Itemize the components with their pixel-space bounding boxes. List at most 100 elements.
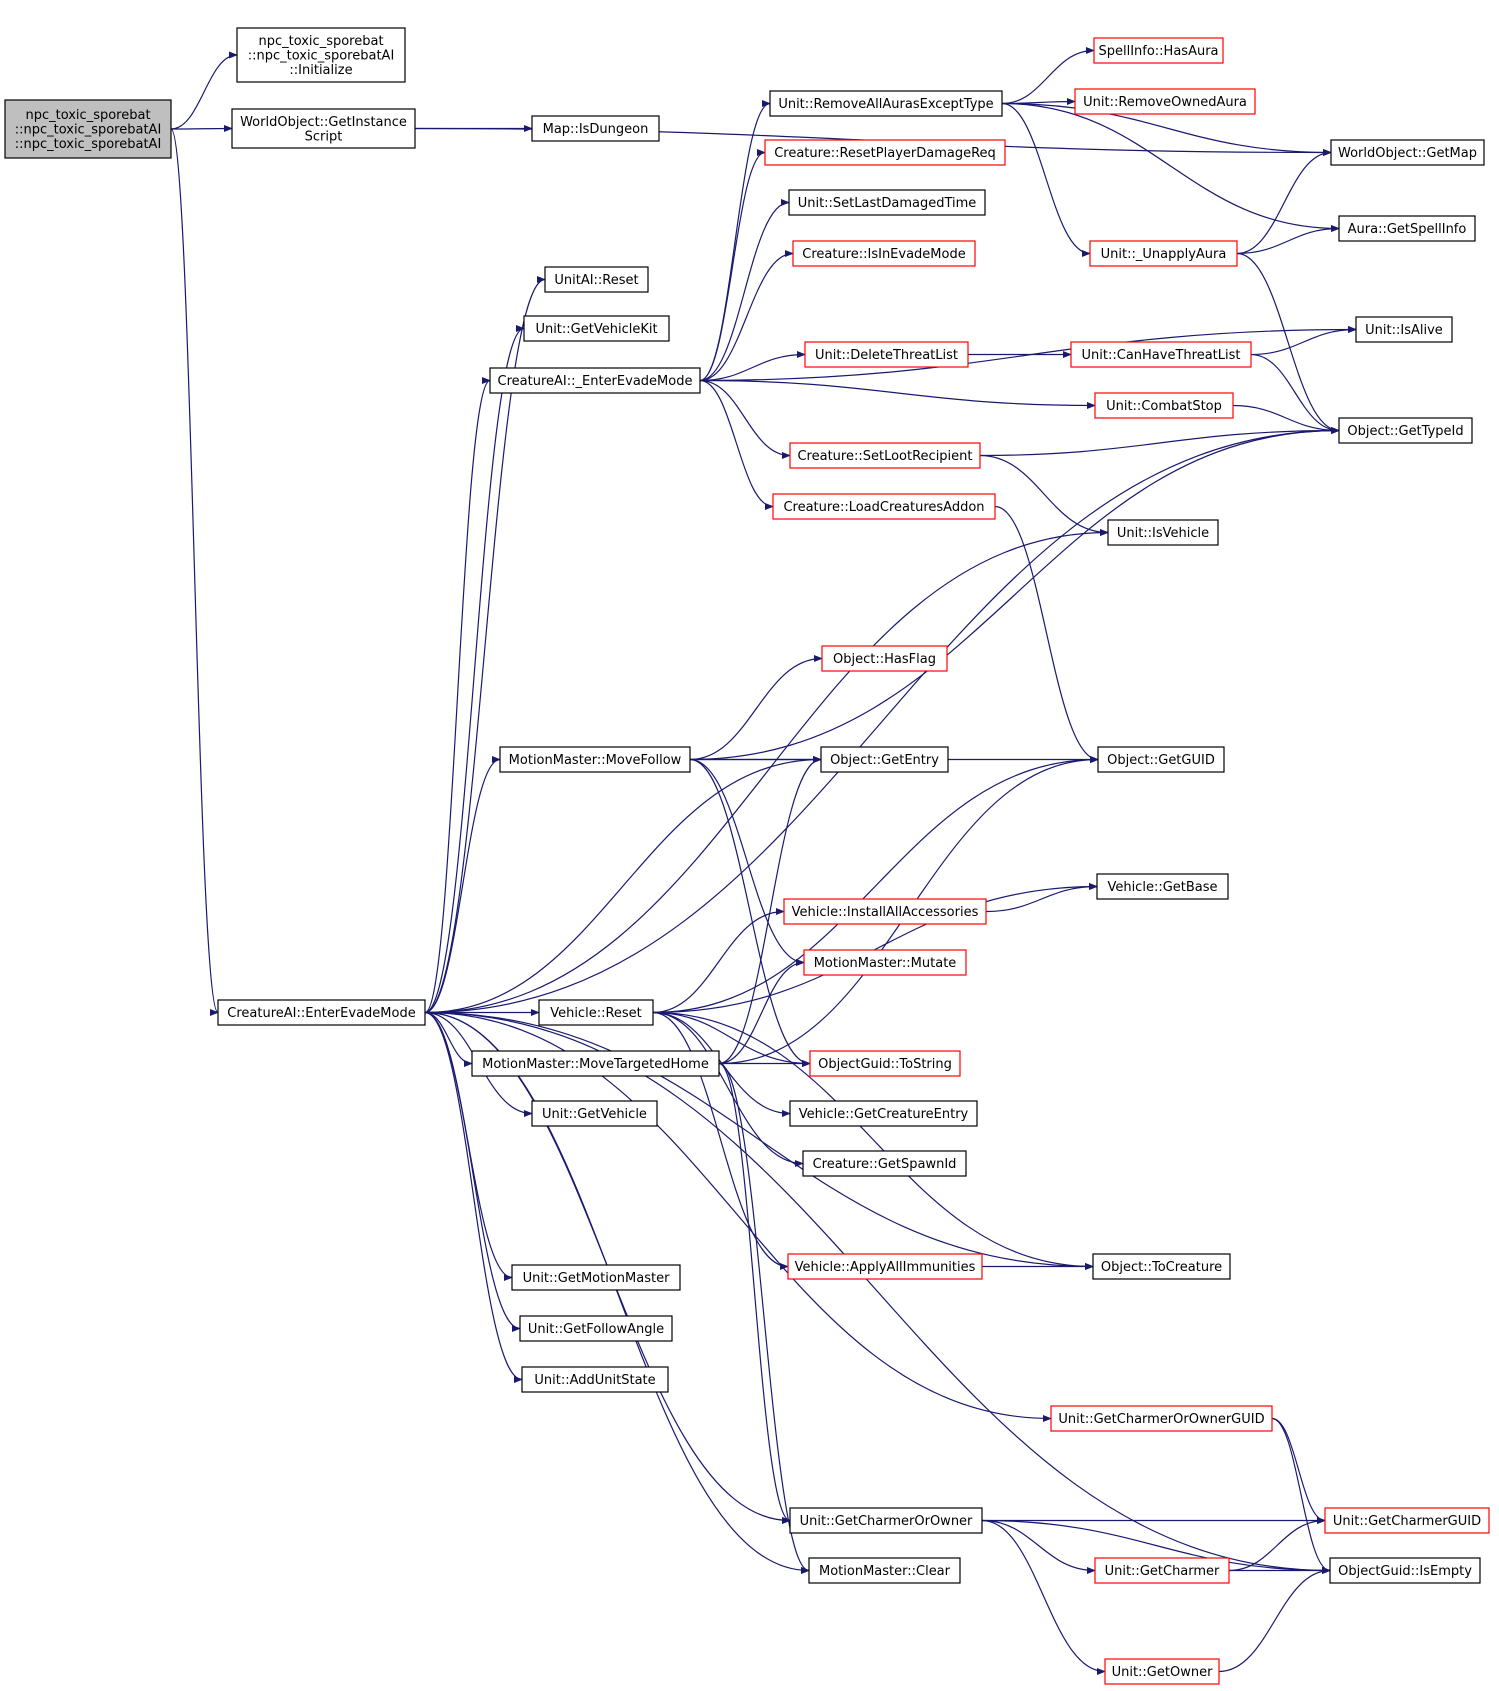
node-box[interactable]: [1324, 1507, 1490, 1534]
node-getfollowangle[interactable]: Unit::GetFollowAngle: [519, 1315, 673, 1342]
node-box[interactable]: [4, 99, 172, 159]
node-getowner[interactable]: Unit::GetOwner: [1104, 1658, 1220, 1685]
node-gettypeid[interactable]: Object::GetTypeId: [1338, 417, 1473, 444]
node-tocreature[interactable]: Object::ToCreature: [1092, 1253, 1231, 1280]
node-box[interactable]: [789, 1507, 983, 1534]
node-getcreatureentry[interactable]: Vehicle::GetCreatureEntry: [789, 1100, 978, 1127]
node-box[interactable]: [1074, 88, 1256, 115]
node-isinevade[interactable]: Creature::IsInEvadeMode: [792, 240, 976, 267]
node-getvehiclekit[interactable]: Unit::GetVehicleKit: [523, 315, 670, 342]
node-removeownedaura[interactable]: Unit::RemoveOwnedAura: [1074, 88, 1256, 115]
node-box[interactable]: [1329, 1557, 1481, 1584]
node-box[interactable]: [1094, 1557, 1230, 1584]
node-box[interactable]: [519, 1315, 673, 1342]
node-box[interactable]: [1330, 139, 1485, 166]
node-getcharmer[interactable]: Unit::GetCharmer: [1094, 1557, 1230, 1584]
node-initialize[interactable]: npc_toxic_sporebat::npc_toxic_sporebatAI…: [236, 27, 406, 83]
node-box[interactable]: [1104, 1658, 1220, 1685]
node-box[interactable]: [523, 315, 670, 342]
node-box[interactable]: [531, 1100, 658, 1127]
node-box[interactable]: [1355, 316, 1453, 343]
node-mutate[interactable]: MotionMaster::Mutate: [803, 949, 967, 976]
node-box[interactable]: [788, 189, 986, 216]
node-box[interactable]: [236, 27, 406, 83]
node-box[interactable]: [231, 108, 416, 149]
node-box[interactable]: [821, 645, 948, 672]
node-removeallauras[interactable]: Unit::RemoveAllAurasExceptType: [769, 90, 1003, 117]
node-movetargetedhome[interactable]: MotionMaster::MoveTargetedHome: [471, 1050, 720, 1077]
node-box[interactable]: [809, 1050, 961, 1077]
node-box[interactable]: [1089, 240, 1238, 267]
node-deletethreat[interactable]: Unit::DeleteThreatList: [804, 341, 969, 368]
node-box[interactable]: [544, 266, 649, 293]
node-box[interactable]: [792, 240, 976, 267]
node-loadcreaturesaddon[interactable]: Creature::LoadCreaturesAddon: [772, 493, 996, 520]
node-box[interactable]: [803, 949, 967, 976]
node-box[interactable]: [1338, 215, 1476, 242]
node-box[interactable]: [769, 90, 1003, 117]
node-box[interactable]: [789, 1100, 978, 1127]
node-box[interactable]: [1050, 1405, 1273, 1432]
node-box[interactable]: [789, 442, 981, 469]
node-clear[interactable]: MotionMaster::Clear: [808, 1557, 961, 1584]
node-box[interactable]: [820, 746, 949, 773]
node-enterevade[interactable]: CreatureAI::EnterEvadeMode: [217, 999, 426, 1026]
node-getvehicle[interactable]: Unit::GetVehicle: [531, 1100, 658, 1127]
node-box[interactable]: [1092, 1253, 1231, 1280]
node-box[interactable]: [1107, 519, 1219, 546]
node-box[interactable]: [499, 746, 691, 773]
node-setlastdamaged[interactable]: Unit::SetLastDamagedTime: [788, 189, 986, 216]
node-box[interactable]: [489, 367, 701, 394]
node-hasaura[interactable]: SpellInfo::HasAura: [1093, 37, 1224, 64]
node-box[interactable]: [1097, 746, 1225, 773]
node-installaccessories[interactable]: Vehicle::InstallAllAccessories: [783, 898, 987, 925]
node-box[interactable]: [531, 115, 660, 142]
node-addunitstate[interactable]: Unit::AddUnitState: [521, 1366, 669, 1393]
node-_enterevade[interactable]: CreatureAI::_EnterEvadeMode: [489, 367, 701, 394]
node-box[interactable]: [511, 1264, 681, 1291]
node-box[interactable]: [804, 341, 969, 368]
node-box[interactable]: [1094, 392, 1234, 419]
node-hasflag[interactable]: Object::HasFlag: [821, 645, 948, 672]
node-getcharmerorowner[interactable]: Unit::GetCharmerOrOwner: [789, 1507, 983, 1534]
node-box[interactable]: [808, 1557, 961, 1584]
node-unapplyaura[interactable]: Unit::_UnapplyAura: [1089, 240, 1238, 267]
node-getspellinfo[interactable]: Aura::GetSpellInfo: [1338, 215, 1476, 242]
node-box[interactable]: [764, 139, 1006, 166]
node-box[interactable]: [538, 999, 654, 1026]
node-movefollow[interactable]: MotionMaster::MoveFollow: [499, 746, 691, 773]
node-isempty[interactable]: ObjectGuid::IsEmpty: [1329, 1557, 1481, 1584]
node-box[interactable]: [772, 493, 996, 520]
node-getspawnid[interactable]: Creature::GetSpawnId: [802, 1150, 967, 1177]
node-getcharmerguid[interactable]: Unit::GetCharmerGUID: [1324, 1507, 1490, 1534]
node-box[interactable]: [802, 1150, 967, 1177]
node-box[interactable]: [787, 1253, 983, 1280]
node-box[interactable]: [1096, 873, 1229, 900]
node-canhavethreat[interactable]: Unit::CanHaveThreatList: [1070, 341, 1252, 368]
node-box[interactable]: [471, 1050, 720, 1077]
node-combatstop[interactable]: Unit::CombatStop: [1094, 392, 1234, 419]
node-getbase[interactable]: Vehicle::GetBase: [1096, 873, 1229, 900]
node-getmap[interactable]: WorldObject::GetMap: [1330, 139, 1485, 166]
node-box[interactable]: [521, 1366, 669, 1393]
node-getguid[interactable]: Object::GetGUID: [1097, 746, 1225, 773]
node-box[interactable]: [1070, 341, 1252, 368]
node-setlootrecipient[interactable]: Creature::SetLootRecipient: [789, 442, 981, 469]
node-isdungeon[interactable]: Map::IsDungeon: [531, 115, 660, 142]
node-getmotionmaster[interactable]: Unit::GetMotionMaster: [511, 1264, 681, 1291]
node-unitaireset[interactable]: UnitAI::Reset: [544, 266, 649, 293]
node-root[interactable]: npc_toxic_sporebat::npc_toxic_sporebatAI…: [4, 99, 172, 159]
node-getentry[interactable]: Object::GetEntry: [820, 746, 949, 773]
node-getcharmerorownerguid[interactable]: Unit::GetCharmerOrOwnerGUID: [1050, 1405, 1273, 1432]
node-isvehicle[interactable]: Unit::IsVehicle: [1107, 519, 1219, 546]
node-resetplayerdamage[interactable]: Creature::ResetPlayerDamageReq: [764, 139, 1006, 166]
node-box[interactable]: [783, 898, 987, 925]
node-isalive[interactable]: Unit::IsAlive: [1355, 316, 1453, 343]
node-box[interactable]: [217, 999, 426, 1026]
node-vehiclereset[interactable]: Vehicle::Reset: [538, 999, 654, 1026]
node-box[interactable]: [1093, 37, 1224, 64]
node-applyimmunities[interactable]: Vehicle::ApplyAllImmunities: [787, 1253, 983, 1280]
node-tostring[interactable]: ObjectGuid::ToString: [809, 1050, 961, 1077]
node-box[interactable]: [1338, 417, 1473, 444]
